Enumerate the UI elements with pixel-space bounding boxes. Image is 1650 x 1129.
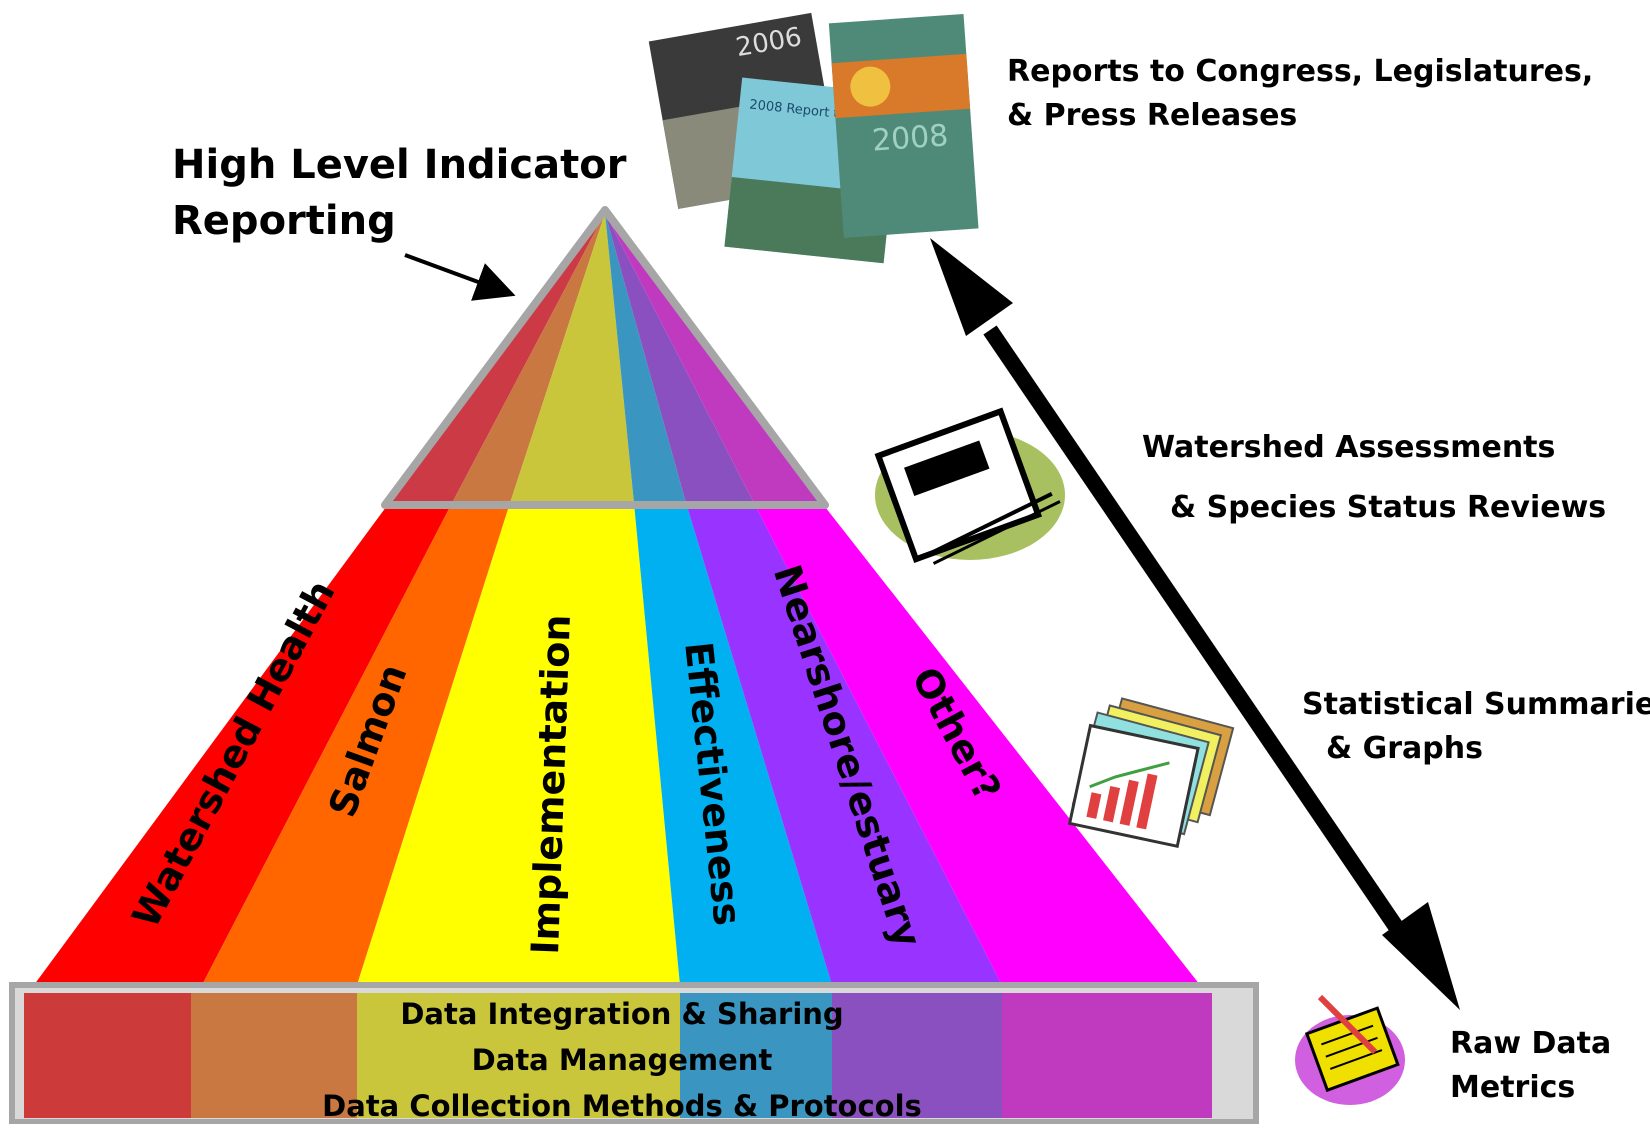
segment-implementation <box>357 503 680 985</box>
double-arrow <box>930 238 1460 1010</box>
segment-effectiveness <box>634 503 832 985</box>
pyramid-base: Data Integration & Sharing Data Manageme… <box>9 982 1259 1125</box>
stats-line-1: Statistical Summaries <box>1302 687 1650 722</box>
segment-salmon <box>202 503 510 985</box>
charts-icon <box>1067 697 1235 849</box>
tip-orange <box>452 213 605 503</box>
high-level-line-1: High Level Indicator <box>172 142 627 188</box>
base-line-2: Data Management <box>472 1043 773 1077</box>
stats-label: Statistical Summaries & Graphs <box>1302 683 1650 771</box>
segment-nearshore <box>686 503 1002 985</box>
base-magenta <box>1002 993 1212 1118</box>
arrowhead-up <box>930 238 1013 336</box>
raw-line-1: Raw Data <box>1450 1026 1612 1061</box>
high-level-line-2: Reporting <box>172 198 396 244</box>
cover3-year: 2008 <box>871 118 950 158</box>
arrowhead-down <box>1382 902 1460 1010</box>
base-purple <box>832 993 1002 1118</box>
notebook-icon <box>874 407 1065 565</box>
base-line-3: Data Collection Methods & Protocols <box>322 1089 922 1123</box>
reports-label: Reports to Congress, Legislatures, & Pre… <box>1007 50 1593 138</box>
notepad-icon <box>1295 994 1405 1105</box>
base-red <box>24 993 191 1118</box>
base-blue <box>680 993 832 1118</box>
raw-line-2: Metrics <box>1450 1070 1576 1105</box>
base-line-1: Data Integration & Sharing <box>400 997 843 1031</box>
base-yellow <box>357 993 680 1118</box>
stats-line-2: & Graphs <box>1326 731 1483 766</box>
high-level-reporting-label: High Level Indicator Reporting <box>172 137 626 249</box>
tip-outline <box>381 206 829 509</box>
raw-data-label: Raw Data Metrics <box>1450 1022 1611 1110</box>
assessments-label: Watershed Assessments & Species Status R… <box>1142 418 1606 538</box>
pointer-arrow <box>404 253 516 301</box>
reports-line-2: & Press Releases <box>1007 98 1298 133</box>
report-covers-image: 2006 2008 Report to Congress 2008 <box>648 12 979 264</box>
base-orange <box>191 993 357 1118</box>
segment-watershed-health <box>34 503 452 985</box>
assessments-line-1: Watershed Assessments <box>1142 430 1556 465</box>
segment-other <box>754 503 1200 985</box>
tip-yellow <box>510 213 634 503</box>
pyramid-tip <box>381 206 829 509</box>
reports-line-1: Reports to Congress, Legislatures, <box>1007 54 1594 89</box>
pyramid-middle <box>34 503 1200 985</box>
assessments-line-2: & Species Status Reviews <box>1170 490 1607 525</box>
